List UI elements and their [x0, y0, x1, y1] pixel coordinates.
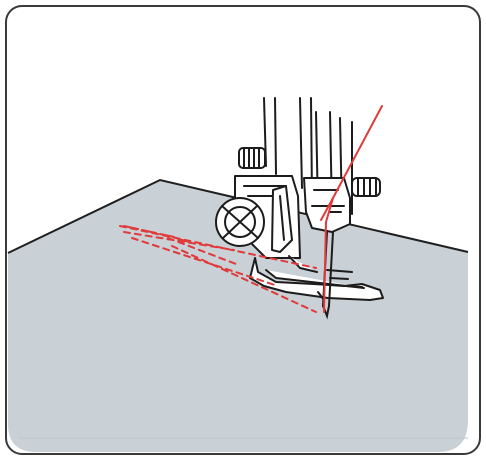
sewing-diagram [0, 0, 486, 460]
instruction-illustration [0, 0, 486, 460]
